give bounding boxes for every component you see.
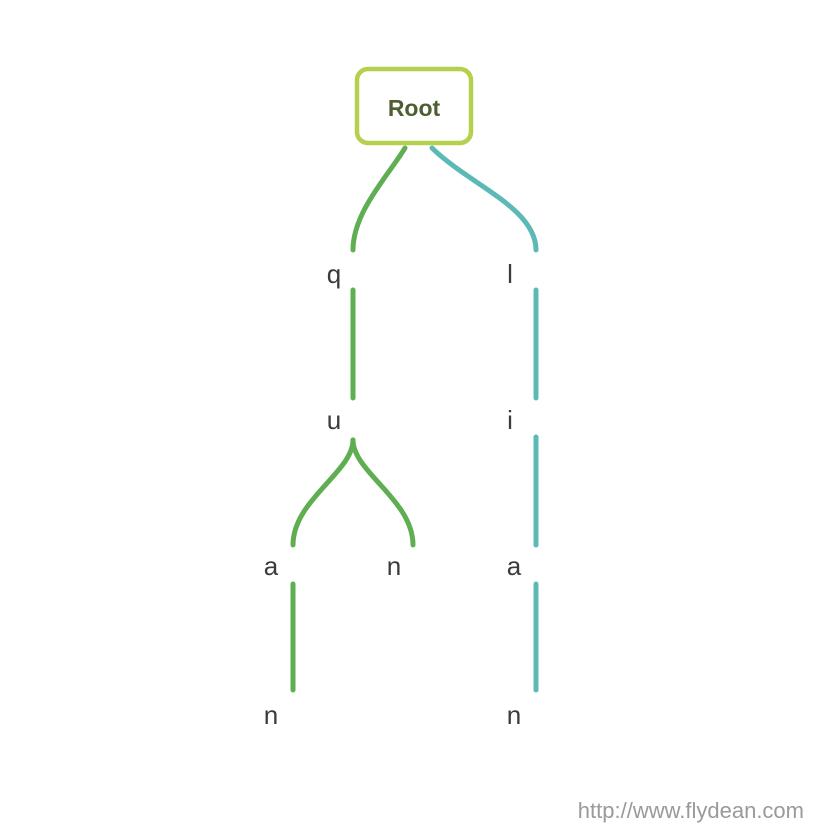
edge-u-n xyxy=(350,437,416,548)
edges-q-branch xyxy=(290,145,416,693)
node-l-a: a xyxy=(507,551,522,581)
watermark-text: http://www.flydean.com xyxy=(578,798,804,823)
root-box xyxy=(354,66,474,146)
node-u: u xyxy=(327,405,341,435)
node-i: i xyxy=(507,405,513,435)
node-a: a xyxy=(264,551,279,581)
node-l: l xyxy=(507,259,513,289)
root-node: Root xyxy=(354,66,474,146)
node-q: q xyxy=(327,259,341,289)
node-u-n: n xyxy=(387,551,401,581)
node-l-n: n xyxy=(507,700,521,730)
node-a-n: n xyxy=(264,700,278,730)
edge-u-a xyxy=(290,437,356,548)
edges-l-branch xyxy=(429,145,539,693)
edge-root-l xyxy=(429,145,539,253)
root-label: Root xyxy=(388,95,441,121)
node-labels: q u a n n l i a n xyxy=(264,259,522,730)
edge-root-q xyxy=(350,145,408,253)
